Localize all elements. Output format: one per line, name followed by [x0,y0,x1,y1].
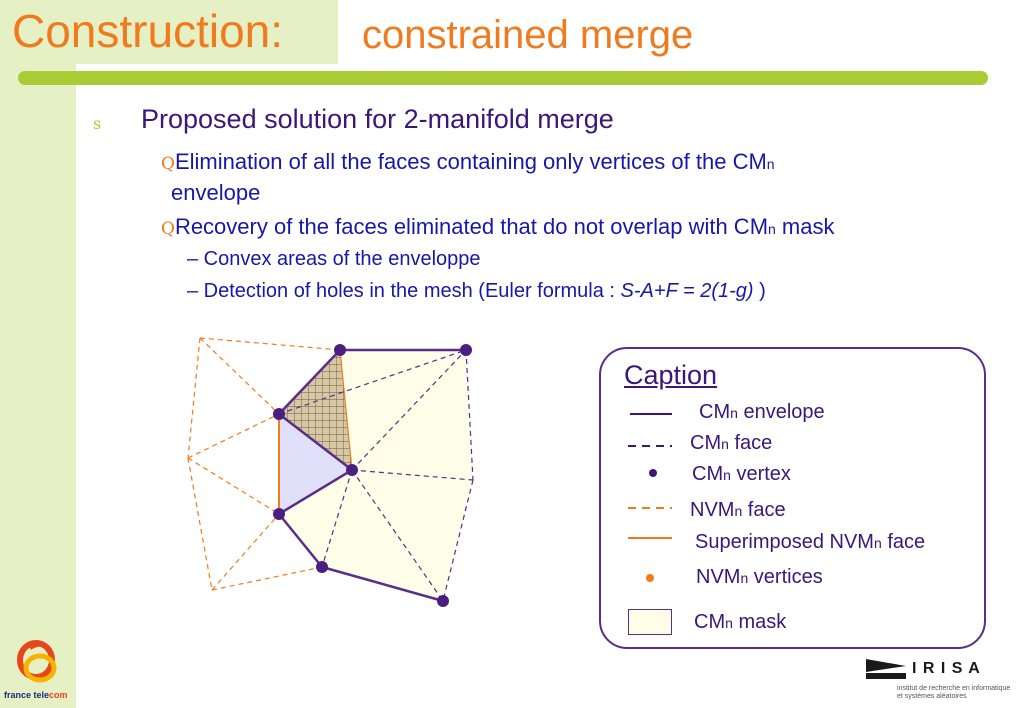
irisa-tagline-2: et systèmes aléatoires [897,693,967,700]
dash-text-end: ) [753,280,766,302]
sub-bullet-text-end: mask [775,214,835,239]
irisa-tagline: institut de recherche en informatique et… [897,685,1010,701]
france-telecom-wordmark: france telecom [4,690,68,700]
legend-suffix: face [881,531,926,553]
legend-suffix: mask [732,611,787,633]
subscript: n [721,436,729,452]
legend-label: CM [692,463,724,485]
legend-suffix: face [742,499,786,521]
left-sidebar-band [0,0,76,708]
euler-formula: S-A+F = 2(1-g) [620,280,754,302]
legend-label: CM [694,611,726,633]
nvm-faces [187,337,341,591]
cm-vertices [273,344,472,607]
legend-label: NVM [696,566,741,588]
slide-subtitle: constrained merge [362,13,694,57]
subscript: n [734,503,743,519]
caption-box [599,347,986,649]
subscript: n [723,467,731,483]
sub-bullet-text: Recovery of the faces eliminated that do… [174,214,769,239]
legend-suffix: envelope [737,401,825,423]
legend-cm-mask: CMn mask [694,611,786,634]
legend-label: Superimposed NVM [695,531,874,553]
bullet-marker: s [93,114,102,133]
legend-label: CM [690,432,722,454]
subscript: n [740,570,749,586]
dash-convex-areas: – Convex areas of the enveloppe [187,248,481,270]
legend-nvm-vertices: NVMn vertices [696,566,823,589]
legend-suffix: vertex [730,463,791,485]
france-telecom-text: france tele [4,690,50,700]
cm-mask-region [279,350,473,601]
subscript: n [873,535,882,551]
legend-cm-vertex-dot [649,469,657,477]
subscript: n [730,405,738,421]
cm-faces [278,349,474,602]
sub-bullet-elimination-cont: envelope [171,180,261,205]
irisa-wordmark: I R I S A [912,660,981,677]
irisa-tagline-1: institut de recherche en informatique [897,685,1011,692]
subscript: n [766,156,775,172]
legend-nvm-vertex-dot [646,574,654,582]
dash-detection-holes: – Detection of holes in the mesh (Euler … [187,280,766,303]
legend-label: NVM [690,499,735,521]
sub-bullet-text: Elimination of all the faces containing … [174,149,767,174]
subscript: n [725,615,733,631]
slide-title: Construction: [12,5,284,57]
title-divider [18,71,988,85]
caption-title: Caption [624,360,718,390]
france-telecom-logo-mark [17,640,57,683]
legend-mask-swatch [628,609,672,635]
dash-text: – Detection of holes in the mesh (Euler … [187,280,621,302]
bullet-proposed-solution: Proposed solution for 2-manifold merge [141,104,614,134]
france-telecom-text-accent: com [49,690,68,700]
sub-bullet-recovery: QRecovery of the faces eliminated that d… [161,214,835,240]
legend-nvm-face: NVMn face [690,499,786,522]
sub-bullet-marker: Q [161,154,175,174]
legend-cm-envelope: CMn envelope [699,401,825,424]
cm-mask-face [279,414,352,514]
irisa-logo-mark [866,659,906,679]
sub-bullet-marker: Q [161,219,175,239]
legend-label: CM [699,401,731,423]
legend-superimposed-nvm-face: Superimposed NVMn face [695,531,925,554]
legend-suffix: vertices [748,566,823,588]
caption-symbols [628,413,672,582]
legend-cm-vertex: CMn vertex [692,463,791,486]
legend-suffix: face [728,432,773,454]
subscript: n [768,221,776,237]
sub-bullet-elimination: QElimination of all the faces containing… [161,149,775,175]
title-band [0,0,338,64]
legend-cm-face: CMn face [690,432,772,455]
